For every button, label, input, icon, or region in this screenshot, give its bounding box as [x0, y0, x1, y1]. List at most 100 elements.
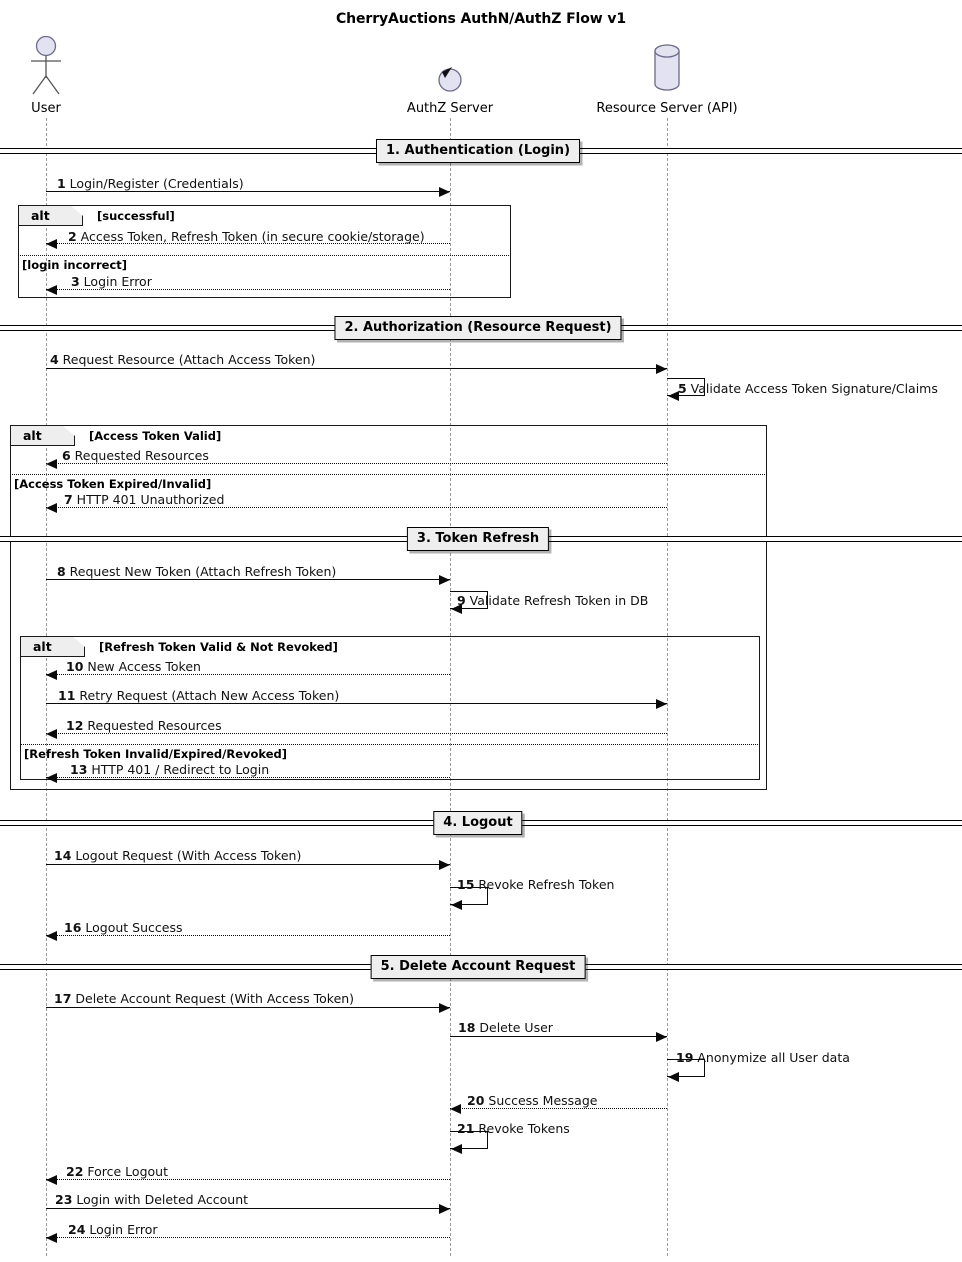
section-divider-3: 3. Token Refresh [406, 527, 550, 551]
message-line-10 [46, 674, 450, 675]
message-line-13 [46, 777, 450, 778]
section-divider-5: 5. Delete Account Request [370, 955, 586, 979]
self-message-loop-15 [450, 887, 488, 905]
message-label-5: 5 Validate Access Token Signature/Claims [678, 381, 938, 396]
arrowhead-5 [668, 391, 679, 401]
message-label-6: 6 Requested Resources [62, 448, 209, 463]
message-label-13: 13 HTTP 401 / Redirect to Login [70, 762, 270, 777]
message-line-11 [46, 703, 667, 704]
arrowhead-7 [46, 503, 57, 513]
frame-operator-label: alt [23, 428, 42, 443]
frame-alt-access-token: alt [Access Token Valid] [10, 425, 767, 790]
arrowhead-1 [439, 187, 450, 197]
arrowhead-16 [46, 931, 57, 941]
message-label-20: 20 Success Message [467, 1093, 598, 1108]
lifeline-user [46, 118, 47, 1256]
section-divider-1: 1. Authentication (Login) [375, 139, 581, 163]
database-cylinder-icon [640, 36, 694, 102]
frame-tab-alt-refresh-token: alt [21, 637, 85, 657]
message-line-7 [46, 507, 667, 508]
frame-guard-primary: [Access Token Valid] [89, 429, 222, 443]
message-label-22: 22 Force Logout [66, 1164, 168, 1179]
message-line-16 [46, 935, 450, 936]
arrowhead-15 [451, 900, 462, 910]
self-message-loop-21 [450, 1131, 488, 1149]
self-message-loop-9 [450, 591, 488, 609]
message-line-20 [450, 1108, 667, 1109]
frame-guard-alternative: [login incorrect] [22, 258, 128, 272]
message-label-9: 9 Validate Refresh Token in DB [457, 593, 649, 608]
frame-alt-refresh-token: alt [Refresh Token Valid & Not Revoked] [20, 636, 760, 780]
frame-tab-alt-login: alt [19, 206, 83, 226]
message-label-12: 12 Requested Resources [66, 718, 222, 733]
message-label-10: 10 New Access Token [66, 659, 201, 674]
actor-stick-figure-icon [24, 35, 68, 102]
arrowhead-9 [451, 604, 462, 614]
participant-label-resource: Resource Server (API) [596, 101, 738, 116]
arrowhead-23 [439, 1204, 450, 1214]
message-line-17 [46, 1007, 450, 1008]
message-label-23: 23 Login with Deleted Account [55, 1192, 249, 1207]
frame-separator [20, 744, 760, 745]
arrowhead-11 [656, 699, 667, 709]
arrowhead-8 [439, 575, 450, 585]
arrowhead-6 [46, 459, 57, 469]
arrowhead-12 [46, 729, 57, 739]
message-label-11: 11 Retry Request (Attach New Access Toke… [58, 688, 340, 703]
participant-label-user: User [31, 101, 61, 116]
arrowhead-10 [46, 670, 57, 680]
participant-user[interactable] [24, 35, 68, 102]
message-line-2 [46, 243, 450, 244]
message-label-7: 7 HTTP 401 Unauthorized [64, 492, 225, 507]
message-line-22 [46, 1179, 450, 1180]
message-label-4: 4 Request Resource (Attach Access Token) [50, 352, 316, 367]
frame-guard-alternative: [Refresh Token Invalid/Expired/Revoked] [24, 747, 288, 761]
self-message-loop-19 [667, 1059, 705, 1077]
arrowhead-2 [46, 239, 57, 249]
message-line-3 [46, 289, 450, 290]
message-line-12 [46, 733, 667, 734]
frame-alt-login: alt [successful] [18, 205, 511, 298]
arrowhead-13 [46, 773, 57, 783]
frame-tab-alt-access-token: alt [11, 426, 75, 446]
arrowhead-19 [668, 1072, 679, 1082]
arrowhead-21 [451, 1144, 462, 1154]
frame-guard-primary: [Refresh Token Valid & Not Revoked] [99, 640, 338, 654]
arrowhead-4 [656, 364, 667, 374]
message-label-14: 14 Logout Request (With Access Token) [54, 848, 302, 863]
message-line-6 [46, 463, 667, 464]
message-label-2: 2 Access Token, Refresh Token (in secure… [68, 229, 425, 244]
section-divider-2: 2. Authorization (Resource Request) [334, 316, 622, 340]
message-label-17: 17 Delete Account Request (With Access T… [54, 991, 355, 1006]
frame-separator [10, 474, 767, 475]
message-line-8 [46, 579, 450, 580]
message-label-16: 16 Logout Success [64, 920, 183, 935]
message-line-18 [450, 1036, 667, 1037]
message-label-15: 15 Revoke Refresh Token [457, 877, 615, 892]
message-line-23 [46, 1208, 450, 1209]
message-label-24: 24 Login Error [68, 1222, 158, 1237]
message-label-3: 3 Login Error [71, 274, 152, 289]
section-divider-4: 4. Logout [433, 811, 523, 835]
message-label-18: 18 Delete User [458, 1020, 553, 1035]
message-line-1 [46, 191, 450, 192]
lifeline-resource [667, 118, 668, 1256]
arrowhead-22 [46, 1175, 57, 1185]
arrowhead-14 [439, 860, 450, 870]
lifeline-authz [450, 118, 451, 1256]
message-label-8: 8 Request New Token (Attach Refresh Toke… [57, 564, 337, 579]
arrowhead-18 [656, 1032, 667, 1042]
arrowhead-20 [450, 1104, 461, 1114]
message-line-4 [46, 368, 667, 369]
self-message-loop-5 [667, 378, 705, 396]
arrowhead-3 [46, 285, 57, 295]
frame-guard-primary: [successful] [97, 209, 175, 223]
diagram-title: CherryAuctions AuthN/AuthZ Flow v1 [335, 11, 627, 27]
participant-resource[interactable] [640, 36, 694, 102]
participant-authz[interactable] [428, 36, 472, 102]
frame-guard-alternative: [Access Token Expired/Invalid] [14, 477, 212, 491]
message-label-21: 21 Revoke Tokens [457, 1121, 570, 1136]
message-line-24 [46, 1237, 450, 1238]
arrowhead-17 [439, 1003, 450, 1013]
